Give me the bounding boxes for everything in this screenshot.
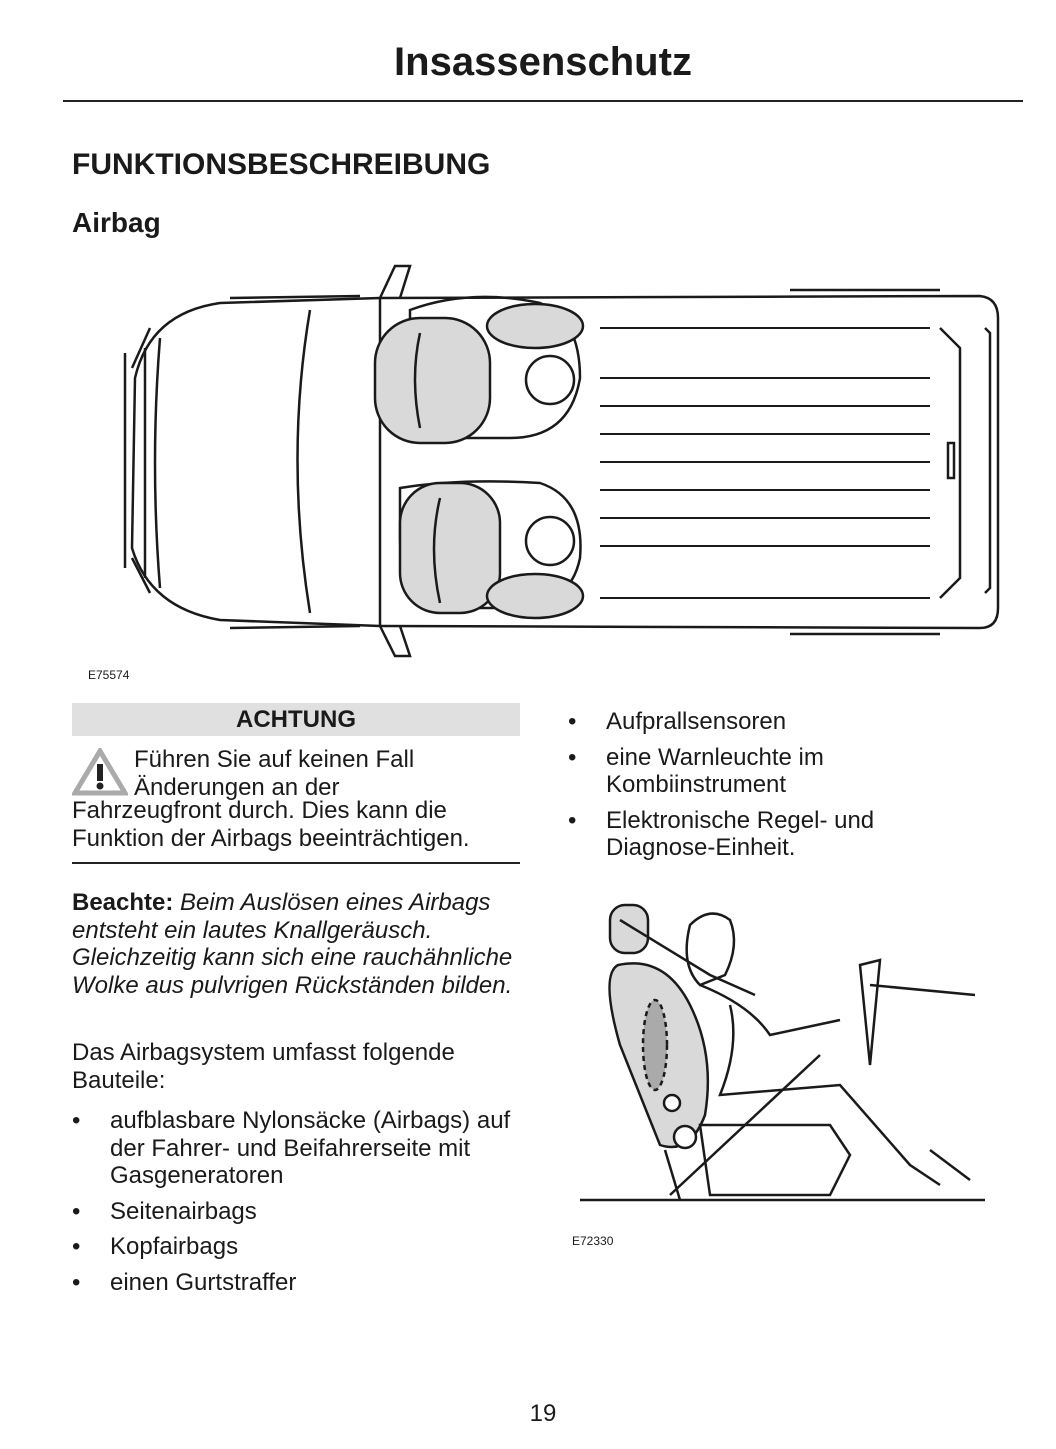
page-title: Insassenschutz [394, 40, 692, 84]
intro-paragraph: Das Airbagsystem umfasst folgende Bautei… [72, 1039, 455, 1094]
right-component-list: •Aufprallsensoren •eine Warnleuchte im K… [568, 708, 948, 870]
header-divider [63, 100, 1023, 102]
list-item: •aufblasbare Nylonsäcke (Airbags) auf de… [72, 1107, 511, 1189]
seated-driver-illustration [580, 903, 985, 1202]
figure-code: E72330 [572, 1234, 614, 1248]
warning-heading: ACHTUNG [72, 703, 520, 736]
warning-line-rest: Fahrzeugfront durch. Dies kann die Funkt… [72, 797, 470, 852]
list-item: •Kopfairbags [72, 1233, 239, 1260]
section-heading: FUNKTIONSBESCHREIBUNG [72, 148, 491, 181]
warning-line-2: Änderungen an der [134, 773, 340, 801]
list-item: •einen Gurtstraffer [72, 1268, 297, 1296]
page-number: 19 [529, 1400, 557, 1427]
figure-code: E75574 [88, 668, 130, 682]
warning-line-1: Führen Sie auf keinen Fall [134, 746, 415, 773]
list-item: •Aufprallsensoren [568, 708, 787, 735]
note-label: Beachte: [72, 889, 174, 916]
list-item: •Elektronische Regel- und Diagnose-Einhe… [568, 806, 875, 862]
list-item: •eine Warnleuchte im Kombiinstrument [568, 743, 824, 799]
list-item: •Seitenairbags [72, 1197, 257, 1225]
note-paragraph: Beachte: Beim Auslösen eines Airbags ent… [72, 889, 524, 999]
van-airbag-illustration [123, 264, 1000, 658]
left-component-list: •aufblasbare Nylonsäcke (Airbags) auf de… [72, 1107, 527, 1304]
warning-divider [72, 862, 520, 864]
subsection-heading: Airbag [72, 207, 161, 238]
warning-triangle-icon [72, 748, 128, 796]
note-text: Beim Auslösen eines Airbags entsteht ein… [72, 889, 513, 999]
